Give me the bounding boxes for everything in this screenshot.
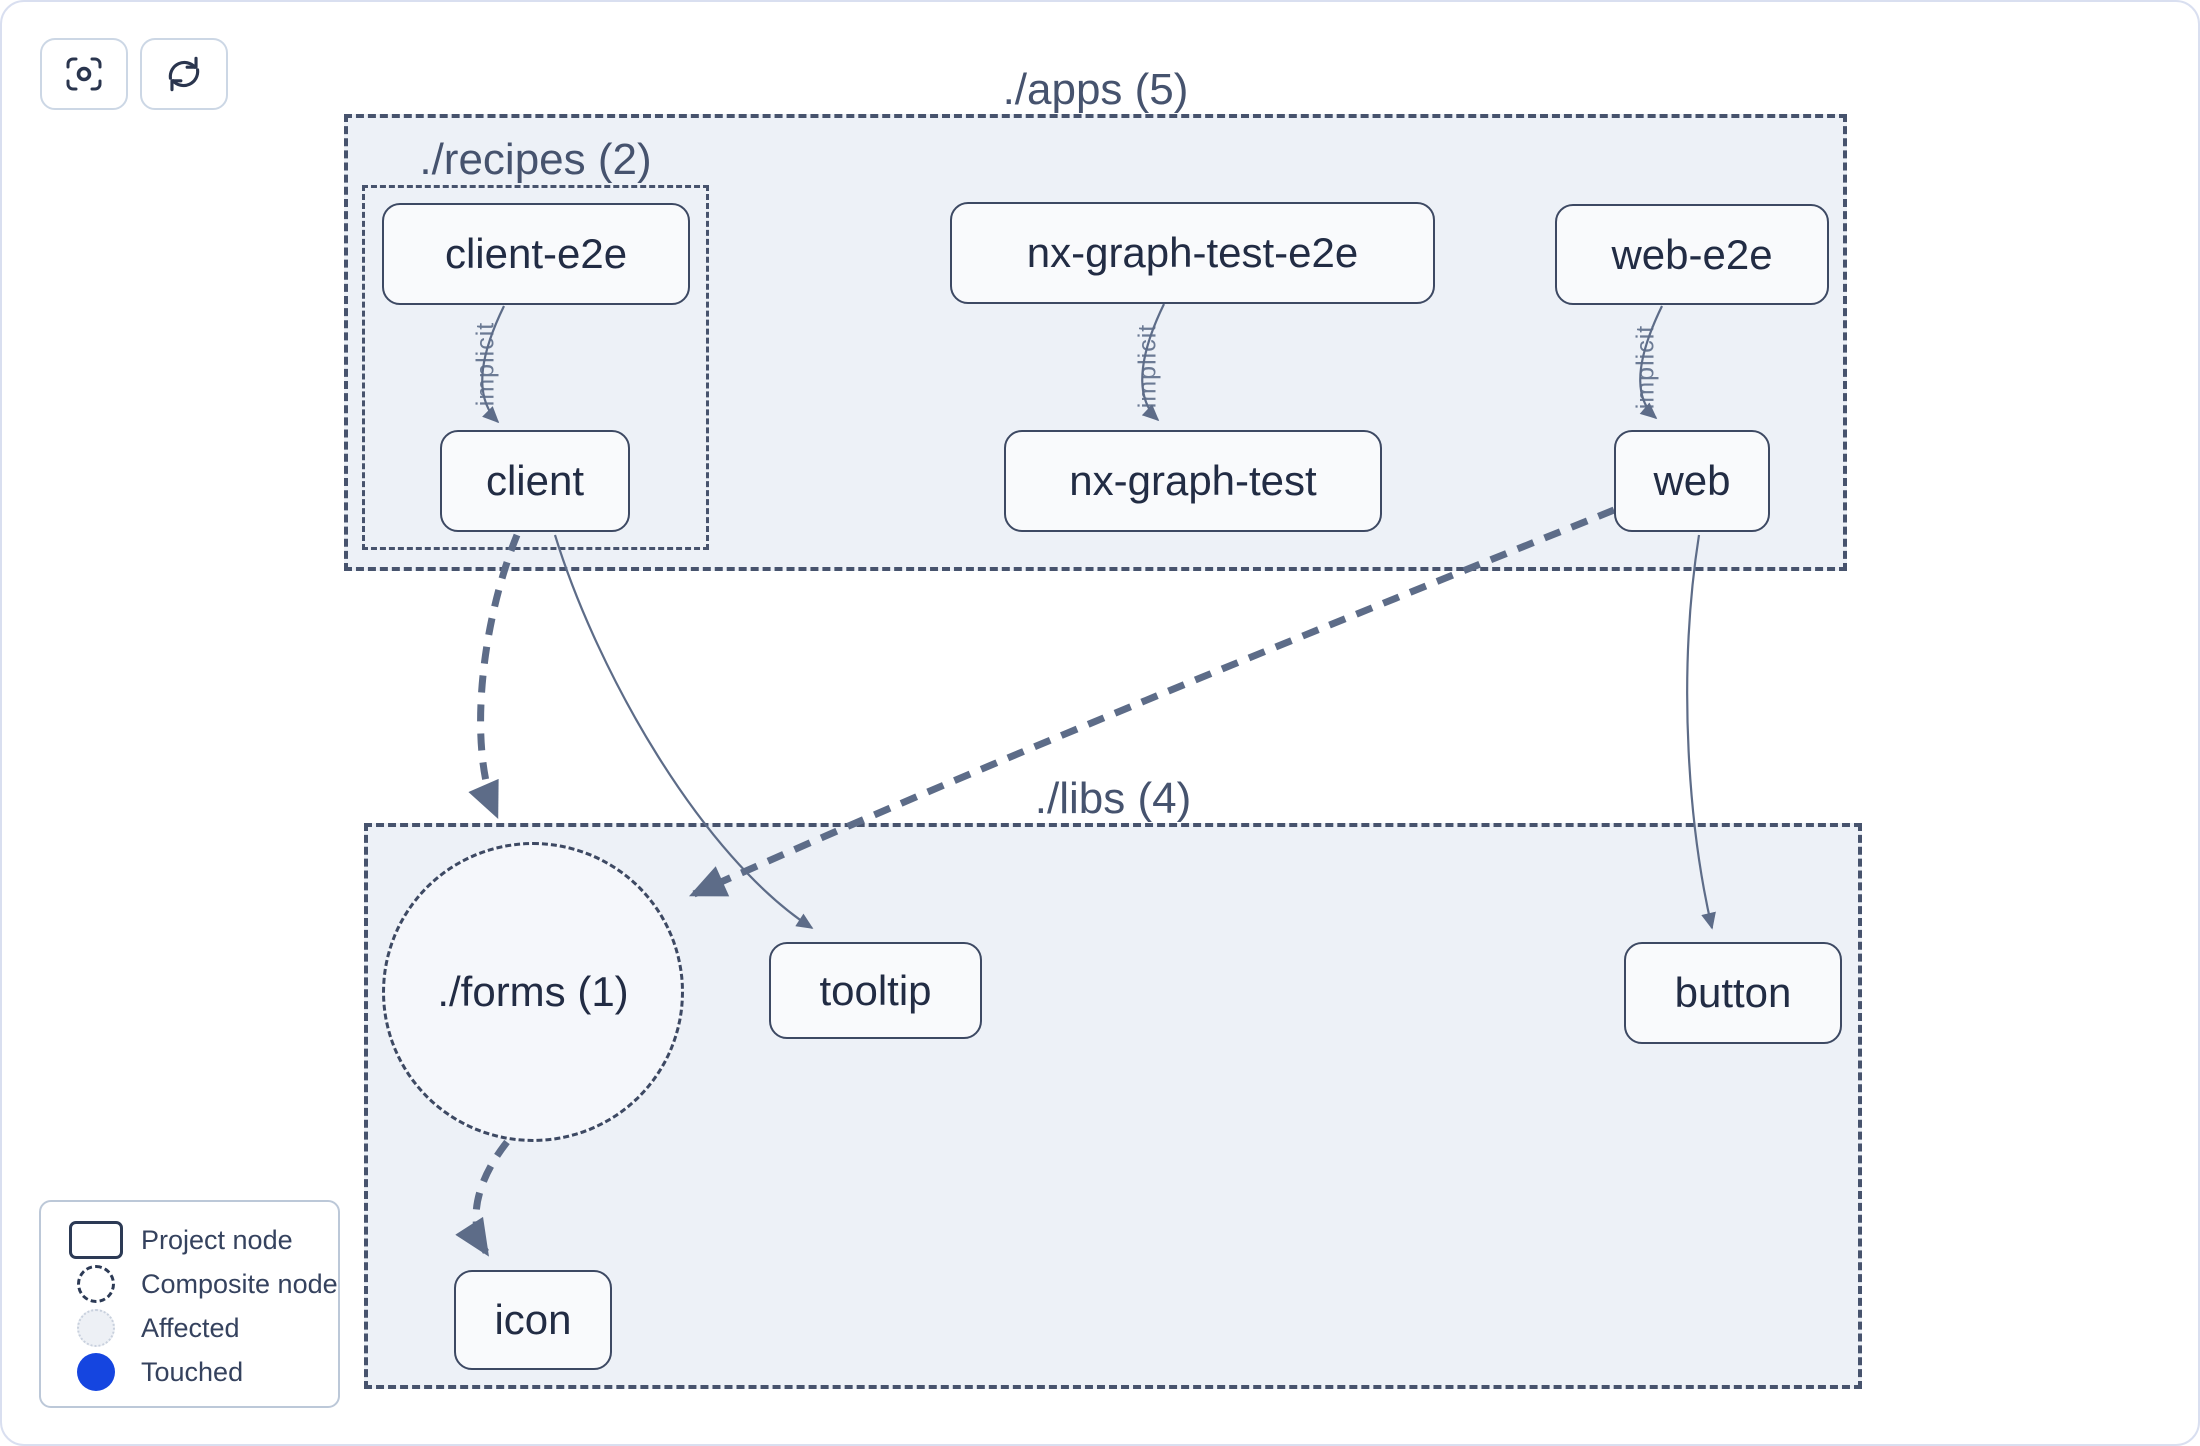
node-button[interactable]: button — [1624, 942, 1842, 1044]
cluster-recipes-title: ./recipes (2) — [419, 135, 652, 184]
node-nx-graph-test[interactable]: nx-graph-test — [1004, 430, 1382, 532]
edge-label-implicit-client: implicit — [471, 321, 500, 407]
legend-item-affected: Affected — [41, 1306, 338, 1350]
focus-button[interactable] — [40, 38, 128, 110]
legend-item-project-node: Project node — [41, 1218, 338, 1262]
touched-swatch-icon — [65, 1353, 127, 1391]
refresh-icon — [161, 51, 207, 97]
node-web-e2e[interactable]: web-e2e — [1555, 204, 1829, 305]
focus-target-icon — [62, 52, 106, 96]
legend-item-touched: Touched — [41, 1350, 338, 1394]
legend-panel: Project node Composite node Affected Tou… — [39, 1200, 340, 1408]
legend-label: Composite node — [141, 1268, 338, 1299]
project-node-swatch-icon — [65, 1221, 127, 1259]
refresh-button[interactable] — [140, 38, 228, 110]
node-icon[interactable]: icon — [454, 1270, 612, 1370]
edge-client-to-forms — [468, 533, 521, 820]
cluster-apps-title: ./apps (5) — [1002, 65, 1189, 114]
cluster-recipes: ./recipes (2) — [362, 135, 709, 550]
cluster-libs-title: ./libs (4) — [1034, 774, 1192, 823]
node-client-e2e[interactable]: client-e2e — [382, 203, 690, 305]
node-tooltip[interactable]: tooltip — [769, 942, 982, 1039]
composite-node-swatch-icon — [65, 1265, 127, 1303]
legend-label: Touched — [141, 1356, 244, 1387]
legend-label: Project node — [141, 1224, 293, 1255]
edge-label-implicit-web: implicit — [1631, 324, 1660, 410]
composite-node-forms[interactable]: ./forms (1) — [382, 842, 684, 1142]
legend-item-composite-node: Composite node — [41, 1262, 338, 1306]
affected-swatch-icon — [65, 1309, 127, 1347]
node-client[interactable]: client — [440, 430, 630, 532]
edge-label-implicit-nx-graph: implicit — [1133, 323, 1162, 409]
node-nx-graph-test-e2e[interactable]: nx-graph-test-e2e — [950, 202, 1435, 304]
legend-label: Affected — [141, 1312, 240, 1343]
node-web[interactable]: web — [1614, 430, 1770, 532]
